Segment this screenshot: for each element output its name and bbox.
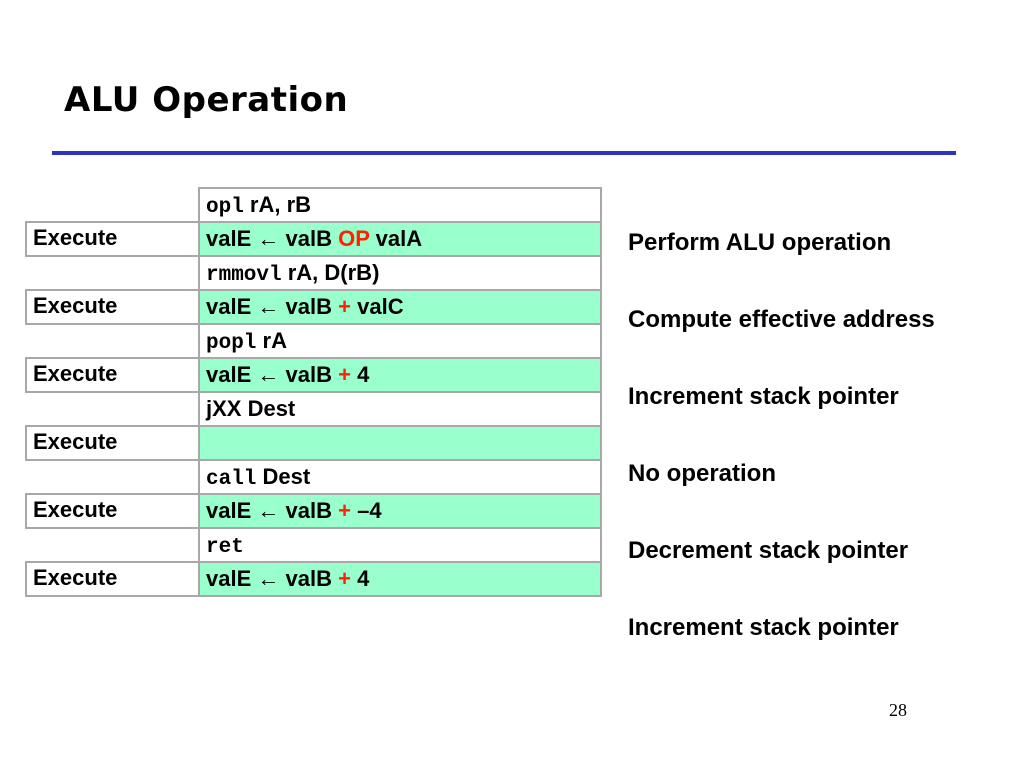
action-lhs: valE	[206, 226, 252, 251]
empty-cell	[26, 324, 199, 358]
action-lhs: valE	[206, 566, 252, 591]
action-operand-1: valB	[285, 362, 332, 387]
empty-cell	[26, 256, 199, 290]
operation-description: Increment stack pointer	[628, 382, 899, 410]
execute-row: Execute	[25, 425, 602, 461]
operation-description: Perform ALU operation	[628, 228, 892, 256]
instruction-row: call Dest	[26, 459, 602, 495]
instruction-operands: rA	[256, 327, 287, 353]
instruction-operands: jXX Dest	[206, 396, 296, 421]
instruction-row: rmmovl rA, D(rB)	[26, 255, 602, 291]
execute-action-cell: valE ← valB + 4	[198, 357, 602, 393]
assign-arrow: ←	[257, 566, 280, 591]
action-lhs: valE	[206, 294, 252, 319]
empty-cell	[26, 528, 199, 562]
instruction-operands: rA, rB	[243, 191, 312, 217]
action-lhs: valE	[206, 362, 252, 387]
action-operand-2: valA	[375, 226, 423, 251]
action-operand-1: valB	[285, 226, 332, 251]
instruction-row: opl rA, rB	[26, 187, 602, 223]
assign-arrow: ←	[257, 226, 280, 251]
instruction-mnemonic: opl	[206, 195, 244, 219]
action-operand-1: valB	[285, 498, 332, 523]
instruction-mnemonic: ret	[206, 535, 244, 559]
page-number: 28	[889, 700, 907, 720]
stage-label: Execute	[25, 561, 200, 597]
action-operand-2: –4	[357, 498, 382, 523]
instruction-mnemonic: rmmovl	[206, 263, 282, 287]
stage-label: Execute	[25, 493, 200, 529]
instruction-cell: rmmovl rA, D(rB)	[198, 255, 602, 291]
assign-arrow: ←	[257, 294, 280, 319]
instruction-cell: jXX Dest	[198, 391, 602, 427]
action-operator: +	[338, 498, 351, 523]
empty-cell	[26, 392, 199, 426]
action-operator: +	[338, 362, 351, 387]
instruction-operands: Dest	[256, 463, 311, 489]
instruction-cell: popl rA	[198, 323, 602, 359]
stage-label: Execute	[25, 357, 200, 393]
instruction-cell: call Dest	[198, 459, 602, 495]
instruction-mnemonic: call	[206, 467, 257, 491]
action-operator: +	[338, 294, 351, 319]
action-operand-2: valC	[357, 294, 404, 319]
execute-action-cell: valE ← valB OP valA	[198, 221, 602, 257]
assign-arrow: ←	[257, 498, 280, 523]
action-operand-1: valB	[285, 294, 332, 319]
action-operand-1: valB	[285, 566, 332, 591]
title-divider	[52, 151, 956, 155]
instruction-row: jXX Dest	[26, 391, 602, 427]
instruction-cell: opl rA, rB	[198, 187, 602, 223]
action-operator: +	[338, 566, 351, 591]
operation-description: Decrement stack pointer	[628, 536, 909, 564]
action-operand-2: 4	[357, 362, 370, 387]
instruction-cell: ret	[198, 527, 602, 563]
execute-action-cell: valE ← valB + –4	[198, 493, 602, 529]
instruction-row: popl rA	[26, 323, 602, 359]
operation-description: Compute effective address	[628, 305, 935, 333]
execute-action-cell	[198, 425, 602, 461]
instruction-mnemonic: popl	[206, 331, 257, 355]
empty-cell	[26, 188, 199, 222]
operation-description: No operation	[628, 459, 776, 487]
instruction-operands: rA, D(rB)	[281, 259, 380, 285]
assign-arrow: ←	[257, 362, 280, 387]
stage-label: Execute	[25, 221, 200, 257]
action-operand-2: 4	[357, 566, 370, 591]
execute-action-cell: valE ← valB + 4	[198, 561, 602, 597]
stage-label: Execute	[25, 289, 200, 325]
operation-description: Increment stack pointer	[628, 613, 899, 641]
execute-action-cell: valE ← valB + valC	[198, 289, 602, 325]
stage-label: Execute	[25, 425, 200, 461]
empty-cell	[26, 460, 199, 494]
action-lhs: valE	[206, 498, 252, 523]
instruction-row: ret	[26, 527, 602, 563]
slide-title: ALU Operation	[64, 80, 349, 120]
action-operator: OP	[338, 226, 370, 251]
